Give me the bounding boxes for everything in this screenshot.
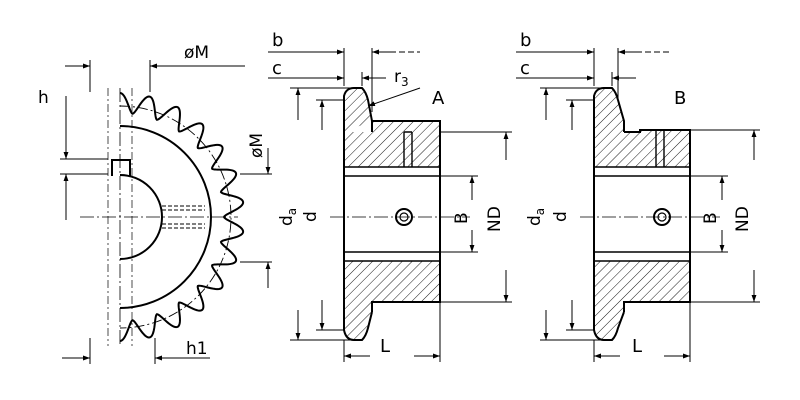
- hub-circle: [119, 125, 212, 309]
- bore-circle: [119, 174, 163, 260]
- label-om-top: øM: [184, 43, 209, 63]
- label-da-a: da: [277, 208, 299, 226]
- hatch-lower-a: [344, 261, 440, 312]
- label-bore-a: B: [452, 212, 472, 224]
- tooth-lower-a: [343, 311, 373, 341]
- hatch-upper-b: [594, 130, 690, 167]
- label-b-b: b: [520, 30, 531, 51]
- front-view: [80, 88, 245, 346]
- label-nd-a: ND: [485, 206, 505, 232]
- keyway-a: [403, 131, 413, 167]
- label-c-a: c: [272, 58, 282, 79]
- label-da-b: da: [525, 208, 547, 226]
- label-view-b: B: [674, 88, 686, 109]
- label-om-side: øM: [247, 133, 267, 158]
- tooth-lower-b: [593, 311, 625, 341]
- dimension-labels: øM øM h h1 b c r3 A da d B ND L b c B da…: [38, 30, 753, 359]
- section-view-b: [580, 87, 720, 341]
- set-screw-hole: [162, 205, 205, 229]
- tooth-upper-a: [343, 87, 373, 132]
- section-a-dimensions: [268, 48, 512, 362]
- front-view-dimensions: [60, 60, 272, 364]
- pitch-circle: [119, 105, 232, 329]
- hatch-lower-b: [594, 261, 690, 312]
- label-d-a: d: [301, 211, 321, 222]
- label-r3: r3: [394, 67, 409, 89]
- tooth-upper-b: [593, 87, 625, 132]
- section-view-a: [330, 87, 470, 341]
- hatch-upper-a: [344, 121, 440, 167]
- label-d-b: d: [551, 211, 571, 222]
- centerline-tooth: [107, 88, 133, 346]
- label-h: h: [38, 88, 49, 108]
- label-nd-b: ND: [733, 206, 753, 232]
- label-b-a: b: [272, 30, 283, 51]
- bore-b: [594, 166, 690, 262]
- keyway: [111, 159, 131, 176]
- keyway-b: [655, 130, 665, 167]
- label-view-a: A: [432, 88, 445, 109]
- label-h1: h1: [186, 339, 208, 359]
- section-b-dimensions: [516, 48, 760, 362]
- bore-a: [344, 166, 440, 262]
- label-bore-b: B: [701, 212, 721, 224]
- label-c-b: c: [520, 58, 530, 79]
- label-l-b: L: [632, 336, 642, 357]
- label-l-a: L: [380, 336, 390, 357]
